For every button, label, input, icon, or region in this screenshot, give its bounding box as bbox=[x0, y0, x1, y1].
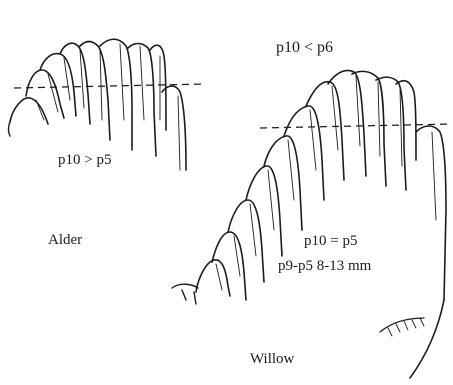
willow-feather bbox=[228, 200, 264, 282]
willow-feather bbox=[246, 166, 282, 256]
willow-feather bbox=[284, 106, 324, 200]
alder-wing-formula: p10 > p5 bbox=[58, 152, 111, 168]
top-wing-formula: p10 < p6 bbox=[276, 39, 333, 56]
willow-feather bbox=[396, 81, 416, 160]
alder-species-label: Alder bbox=[48, 232, 82, 248]
alder-wing bbox=[9, 39, 207, 170]
willow-emargination-measure: p9-p5 8-13 mm bbox=[278, 258, 372, 274]
willow-feather bbox=[172, 284, 198, 288]
alder-feather bbox=[150, 45, 166, 130]
willow-species-label: Willow bbox=[250, 351, 295, 367]
willow-wing bbox=[172, 71, 452, 379]
alder-feather bbox=[80, 42, 110, 141]
willow-feather bbox=[196, 260, 230, 296]
willow-coverts bbox=[380, 318, 424, 332]
alder-feather bbox=[40, 54, 76, 116]
alder-feather bbox=[100, 39, 132, 150]
willow-wing-edge bbox=[410, 300, 444, 378]
alder-feather bbox=[10, 98, 48, 124]
willow-wing-formula: p10 = p5 bbox=[304, 233, 357, 249]
alder-feather bbox=[26, 70, 64, 118]
willow-feather-p10 bbox=[416, 126, 446, 300]
